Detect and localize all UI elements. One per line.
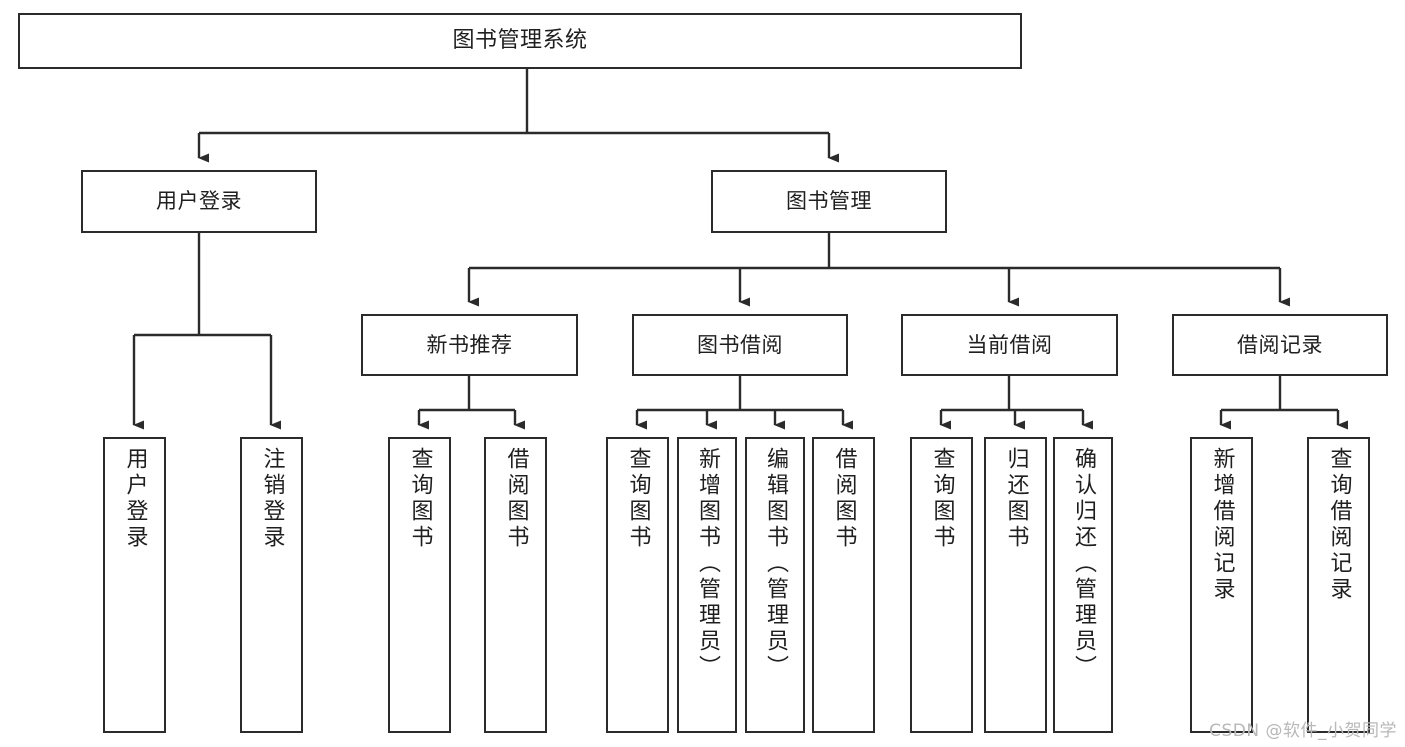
leaf-return-book[interactable]: 归还图书: [984, 437, 1047, 733]
node-label: 用户登录: [156, 189, 242, 214]
leaf-edit-book-admin[interactable]: 编辑图书（管理员）: [745, 437, 805, 733]
node-label: 查询图书: [625, 447, 651, 551]
node-label: 查询图书: [407, 447, 433, 551]
node-label: 借阅图书: [503, 447, 529, 551]
node-label: 图书借阅: [697, 332, 783, 357]
node-label: 编辑图书（管理员）: [763, 447, 788, 681]
csdn-watermark: CSDN @软件_小贺同学: [1209, 721, 1397, 741]
node-book-management[interactable]: 图书管理: [711, 170, 947, 233]
leaf-add-book-admin[interactable]: 新增图书（管理员）: [677, 437, 737, 733]
leaf-add-borrow-record[interactable]: 新增借阅记录: [1190, 437, 1253, 733]
node-label: 借阅图书: [831, 447, 857, 551]
node-label: 新书推荐: [426, 332, 513, 357]
leaf-query-book-recommend[interactable]: 查询图书: [388, 437, 451, 733]
node-label: 借阅记录: [1237, 332, 1323, 357]
node-label: 新增图书（管理员）: [695, 447, 720, 681]
leaf-query-book-borrow[interactable]: 查询图书: [606, 437, 669, 733]
leaf-confirm-return-admin[interactable]: 确认归还（管理员）: [1053, 437, 1113, 733]
node-label: 新增借阅记录: [1209, 447, 1235, 603]
node-label: 查询借阅记录: [1326, 447, 1352, 603]
node-label: 归还图书: [1003, 447, 1029, 551]
node-new-book-recommend[interactable]: 新书推荐: [361, 314, 578, 376]
leaf-borrow-book[interactable]: 借阅图书: [812, 437, 875, 733]
node-label: 图书管理系统: [452, 28, 588, 54]
leaf-borrow-book-recommend[interactable]: 借阅图书: [484, 437, 547, 733]
node-user-login[interactable]: 用户登录: [81, 170, 317, 233]
leaf-query-book-current[interactable]: 查询图书: [910, 437, 973, 733]
node-label: 当前借阅: [966, 332, 1053, 357]
node-label: 图书管理: [786, 189, 872, 214]
node-current-borrow[interactable]: 当前借阅: [901, 314, 1118, 376]
node-book-borrow[interactable]: 图书借阅: [632, 314, 848, 376]
leaf-query-borrow-record[interactable]: 查询借阅记录: [1307, 437, 1370, 733]
node-root-system[interactable]: 图书管理系统: [18, 13, 1022, 69]
node-label: 用户登录: [122, 447, 148, 551]
node-label: 查询图书: [929, 447, 955, 551]
leaf-user-logout[interactable]: 注销登录: [240, 437, 303, 733]
leaf-user-login[interactable]: 用户登录: [103, 437, 166, 733]
node-label: 注销登录: [259, 447, 285, 551]
node-borrow-record[interactable]: 借阅记录: [1172, 314, 1388, 376]
node-label: 确认归还（管理员）: [1071, 447, 1096, 681]
